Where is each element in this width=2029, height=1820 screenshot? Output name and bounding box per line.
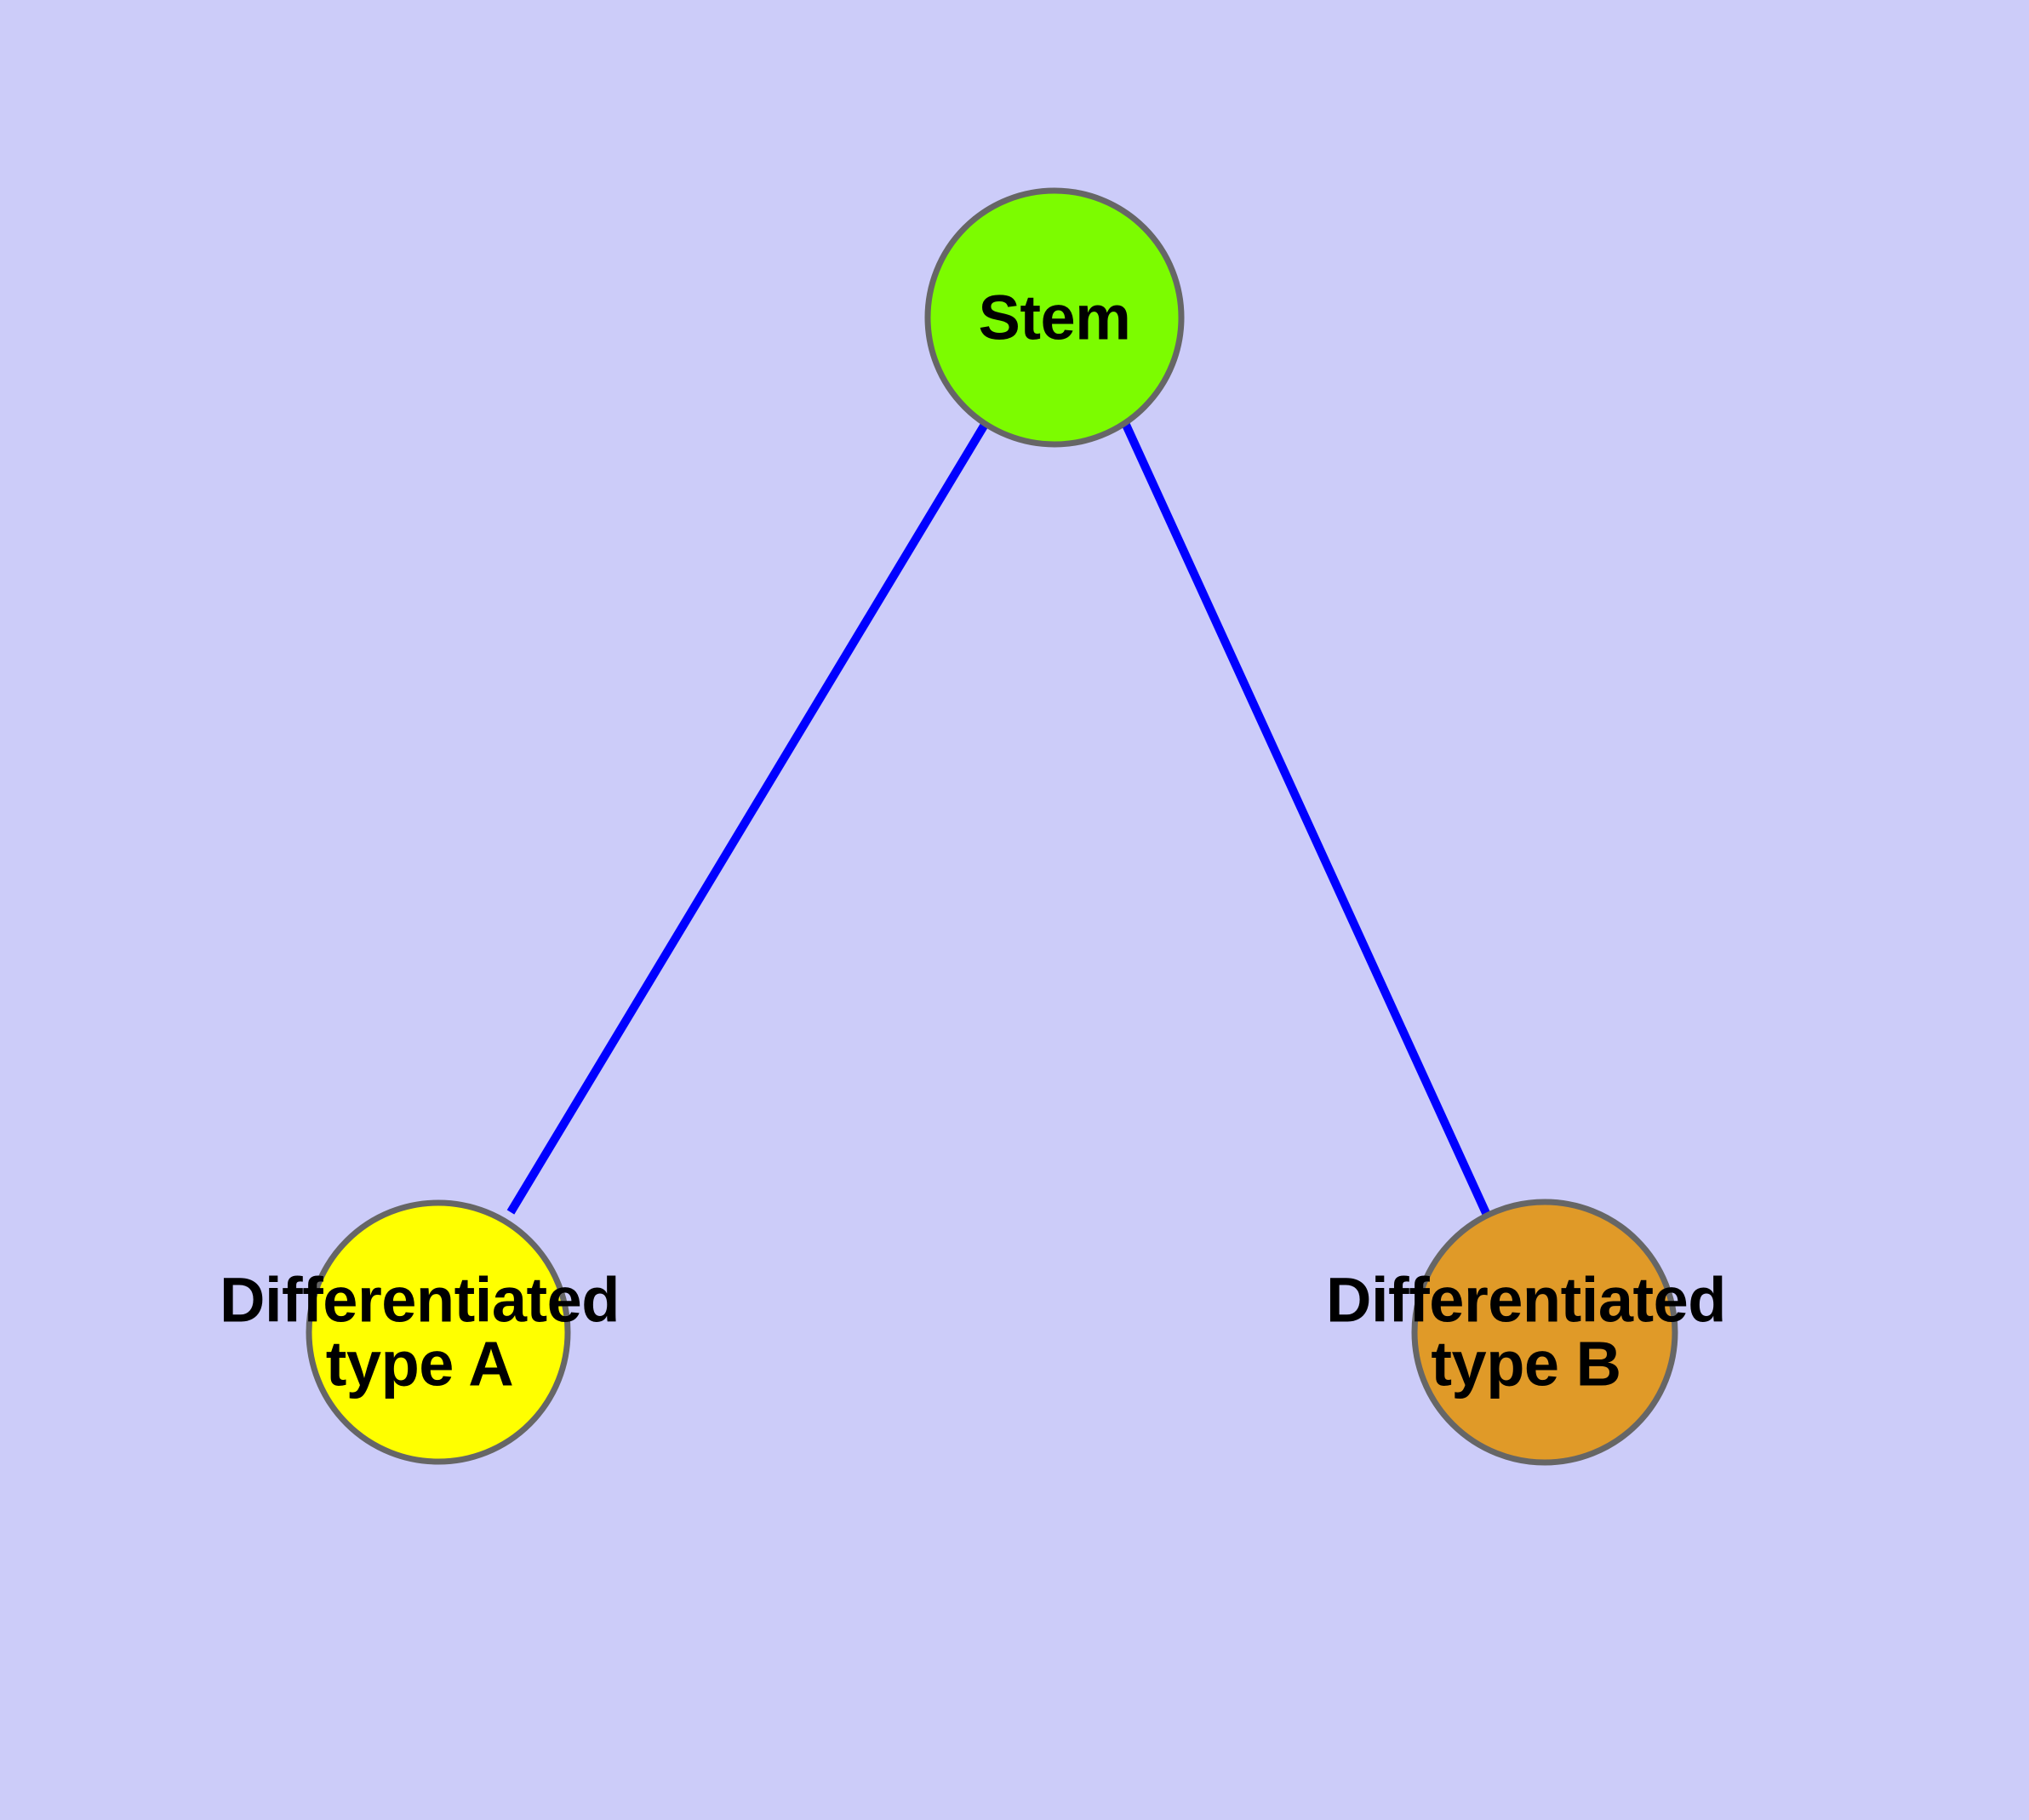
graph-edge: [1122, 422, 1490, 1216]
graph-node-diff_b[interactable]: [1411, 1199, 1678, 1466]
graph-edge: [506, 421, 990, 1215]
graph-node-stem[interactable]: [924, 187, 1185, 448]
graph-node-diff_a[interactable]: [306, 1199, 571, 1465]
nodes-layer: [306, 187, 1678, 1466]
edges-layer: [506, 421, 1490, 1216]
